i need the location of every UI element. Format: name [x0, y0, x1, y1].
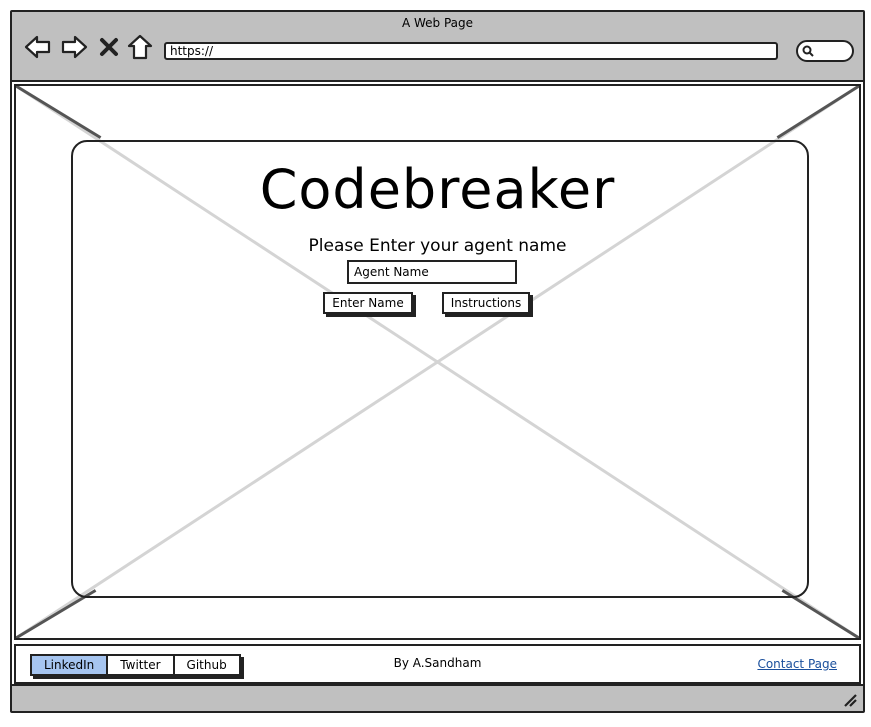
- status-bar: [12, 684, 863, 711]
- resize-grip-icon[interactable]: [843, 693, 857, 707]
- contact-page-link[interactable]: Contact Page: [757, 657, 837, 671]
- search-icon: [802, 45, 814, 57]
- enter-name-button[interactable]: Enter Name: [323, 292, 413, 314]
- content-panel: [71, 140, 809, 598]
- forward-arrow-icon[interactable]: [60, 34, 88, 60]
- agent-name-input[interactable]: [347, 260, 517, 284]
- linkedin-link[interactable]: LinkedIn: [32, 656, 109, 674]
- close-icon[interactable]: [98, 34, 120, 60]
- github-link[interactable]: Github: [174, 656, 239, 674]
- social-links: LinkedIn Twitter Github: [30, 654, 241, 676]
- home-icon[interactable]: [126, 34, 154, 60]
- author-byline: By A.Sandham: [393, 656, 482, 670]
- window-title: A Web Page: [401, 16, 474, 30]
- agent-name-prompt: Please Enter your agent name: [308, 236, 567, 256]
- back-arrow-icon[interactable]: [24, 34, 52, 60]
- image-placeholder: [16, 86, 859, 638]
- title-bar: A Web Page https://: [12, 12, 863, 82]
- browser-window: A Web Page https:// Codebreaker Pl: [10, 10, 865, 713]
- instructions-button[interactable]: Instructions: [442, 292, 530, 314]
- search-box[interactable]: [796, 40, 854, 62]
- page-viewport: Codebreaker Please Enter your agent name…: [14, 84, 861, 640]
- footer: LinkedIn Twitter Github By A.Sandham Con…: [14, 644, 861, 684]
- url-input[interactable]: https://: [164, 42, 778, 60]
- page-title: Codebreaker: [259, 158, 616, 221]
- twitter-link[interactable]: Twitter: [108, 656, 175, 674]
